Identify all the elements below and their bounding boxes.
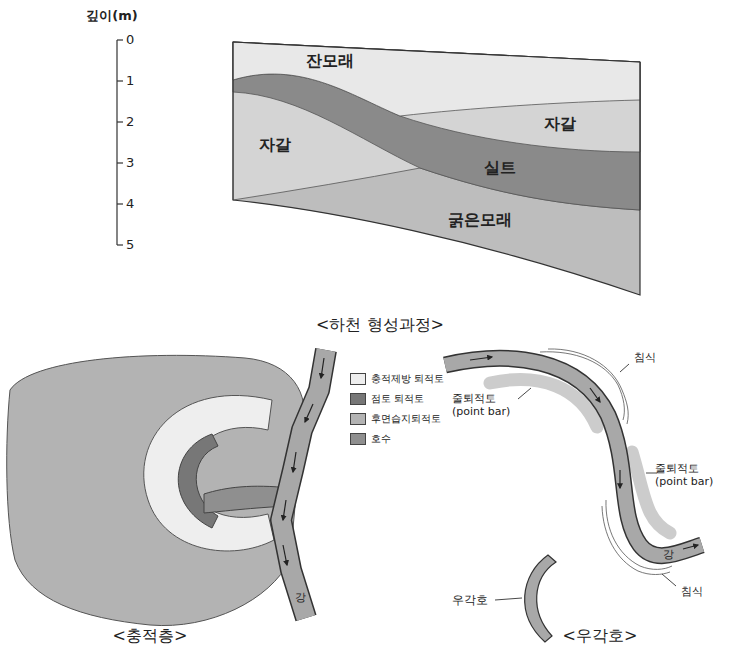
legend-swatch [350,433,366,445]
silt-layer [233,42,640,210]
label-box: 4 [126,196,134,212]
legend-text: 점토 퇴적토 [371,392,424,406]
gravel-layer-left [233,42,640,210]
label-box: <우각호> [563,626,638,645]
label-box: 침식 [681,585,703,598]
legend-text: 충적제방 퇴적토 [371,372,444,386]
legend-row: 점토 퇴적토 [350,392,424,406]
flow-arrows [470,357,698,549]
text-label: 침식 [634,351,656,364]
text-label: 잔모래 [306,51,354,70]
text-label: 1 [126,73,134,89]
oxbow-lake [525,555,556,642]
legend-row: 후면습지퇴적토 [350,412,441,426]
legend-text: 후면습지퇴적토 [371,412,441,426]
text-label: 2 [126,114,134,130]
alluvial-map [7,350,326,626]
river-outline [445,358,702,555]
label-box: 침식 [634,351,656,364]
text-label: 침식 [681,585,703,598]
label-box: 자갈 [544,114,576,133]
label-box: 2 [126,114,134,130]
levee-deposit [144,395,274,551]
label-box: 자갈 [259,135,291,154]
label-box: 강 [295,591,306,604]
legend-swatch [350,373,366,385]
legend-row: 충적제방 퇴적토 [350,372,444,386]
legend-swatch [350,393,366,405]
text-label: <충적층> [113,626,188,645]
text-label: 우각호 [452,593,488,607]
flow-arrows [283,358,324,565]
label-box: 깊이(m) [86,8,137,24]
clay-deposit [178,434,218,528]
text-label: 줄퇴적토 (point bar) [452,392,524,418]
meander-map [445,349,702,642]
label-box: 굵은모래 [448,210,512,229]
backswamp-area [7,355,305,625]
label-box: 1 [126,73,134,89]
text-label: 줄퇴적토 (point bar) [655,462,727,488]
legend-row: 호수 [350,432,391,446]
text-label: 자갈 [544,114,576,133]
label-box: <하천 형성과정> [316,315,444,334]
river-channel [281,350,326,618]
label-box: 우각호 [452,593,488,607]
label-box: 5 [126,237,134,253]
legend-swatch [350,413,366,425]
text-label: 깊이(m) [86,8,137,24]
erosion-lines [540,349,672,575]
label-box: <충적층> [113,626,188,645]
fine-sand-layer [233,42,640,116]
text-label: <우각호> [563,626,638,645]
text-label: 굵은모래 [448,210,512,229]
text-label: 4 [126,196,134,212]
text-label: <하천 형성과정> [316,315,444,334]
leader-lines [495,364,676,600]
label-box: 0 [126,32,134,48]
river-outline [281,350,326,618]
label-box: 잔모래 [306,51,354,70]
text-label: 자갈 [259,135,291,154]
text-label: 강 [295,591,306,604]
text-label: 0 [126,32,134,48]
legend-text: 호수 [371,432,391,446]
label-box: 3 [126,155,134,171]
label-box: 줄퇴적토 (point bar) [452,392,524,418]
text-label: 강 [663,548,674,561]
text-label: 5 [126,237,134,253]
text-label: 3 [126,155,134,171]
section-outline [233,42,640,295]
text-label: 실트 [484,158,516,177]
depth-axis [117,40,123,245]
label-box: 줄퇴적토 (point bar) [655,462,727,488]
coarse-sand-layer [233,42,640,295]
river-cross-section [233,42,640,295]
label-box: 실트 [484,158,516,177]
label-box: 강 [663,548,674,561]
river-channel [445,358,702,555]
